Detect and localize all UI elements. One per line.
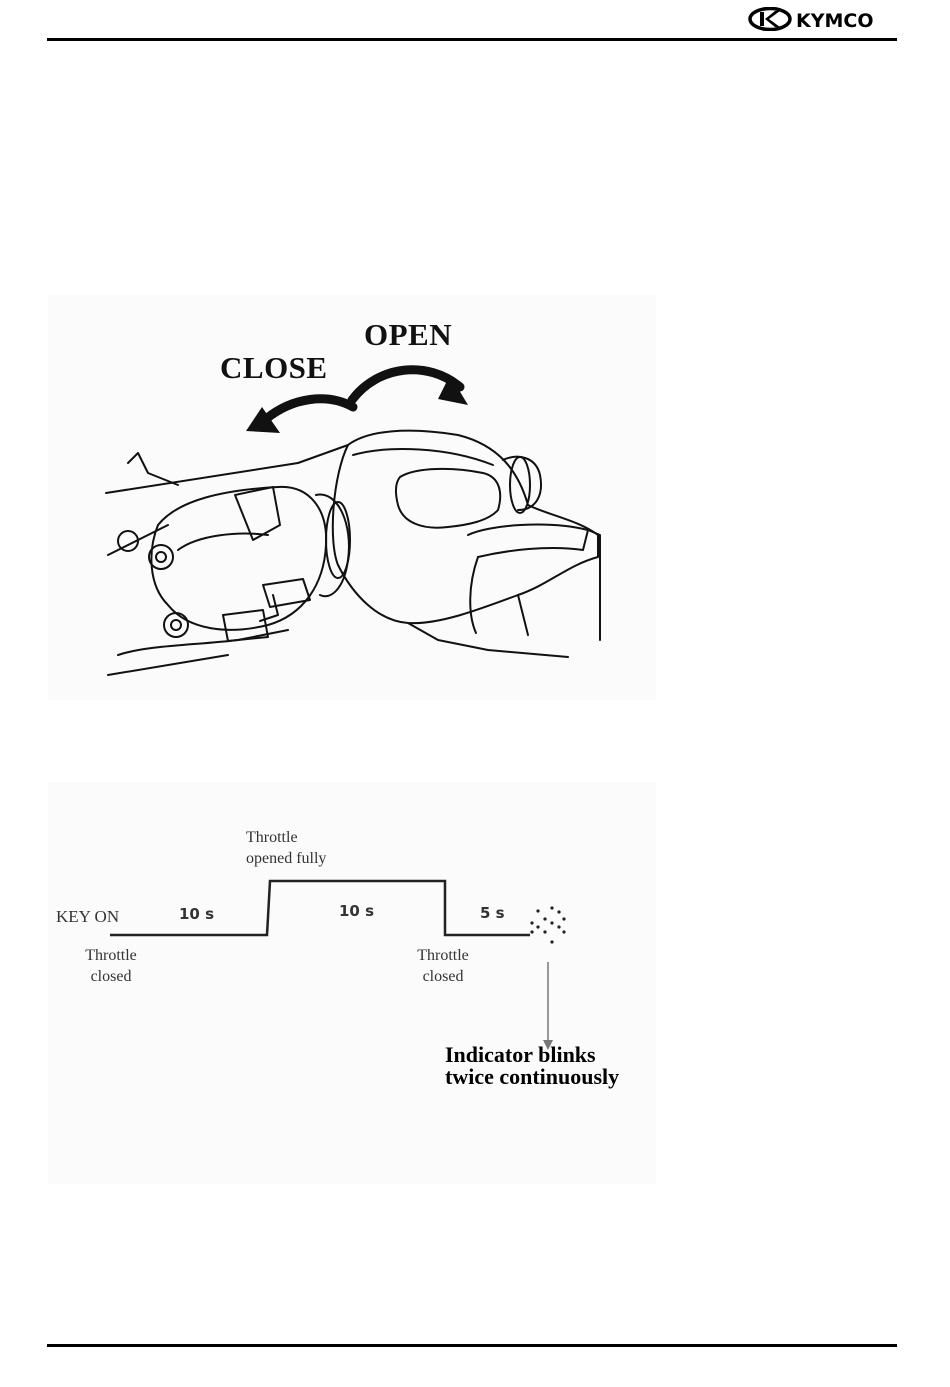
open-label: OPEN	[364, 317, 452, 353]
throttle-grip-illustration	[48, 295, 656, 700]
close-label: CLOSE	[220, 350, 328, 386]
throttle-signal-line	[110, 881, 530, 935]
indicator-note: Indicator blinks twice continuously	[445, 1044, 619, 1088]
segment-1-duration: 10 s	[179, 905, 214, 923]
timing-diagram-figure: KEY ON Throttle closed Throttle opened f…	[48, 782, 656, 1184]
close-arrow-icon	[266, 399, 353, 419]
segment-3-duration: 5 s	[480, 904, 505, 922]
throttle-grip-figure: OPEN CLOSE	[48, 295, 656, 700]
throttle-closed-end-label: Throttle closed	[404, 945, 482, 987]
footer-rule	[47, 1344, 897, 1347]
blink-dots-icon	[530, 906, 565, 943]
brand-name: KYMCO	[796, 10, 873, 31]
throttle-opened-label: Throttle opened fully	[246, 827, 326, 869]
handlebar-drawing	[106, 431, 600, 675]
segment-2-duration: 10 s	[339, 902, 374, 920]
key-on-label: KEY ON	[56, 907, 119, 927]
throttle-closed-start-label: Throttle closed	[72, 945, 150, 987]
header-rule	[47, 38, 897, 41]
kymco-emblem-icon	[750, 9, 790, 30]
kymco-logo: KYMCO	[748, 7, 898, 31]
